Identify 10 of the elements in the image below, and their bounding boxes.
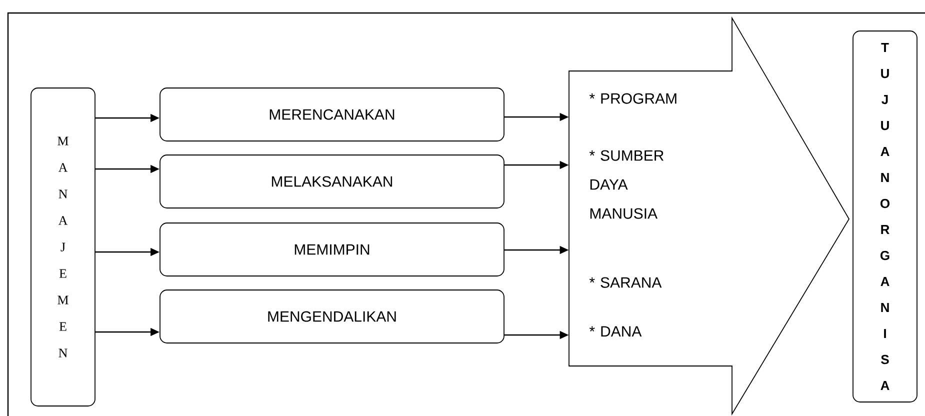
- list-item: * SUMBER DAYA MANUSIA: [589, 150, 664, 219]
- vertical-label-box: M A N A J E M E N: [30, 88, 96, 406]
- list-item: * PROGRAM: [589, 93, 676, 104]
- process-box: MENGENDALIKAN: [160, 290, 504, 344]
- process-box: MERENCANAKAN: [160, 88, 504, 142]
- process-box: MEMIMPIN: [160, 222, 504, 276]
- vertical-label-box: T U J U A N O R G A N I S A: [852, 30, 918, 402]
- list-item: * DANA: [589, 326, 642, 337]
- process-box: MELAKSANAKAN: [160, 154, 504, 208]
- list-item: * SARANA: [589, 277, 662, 288]
